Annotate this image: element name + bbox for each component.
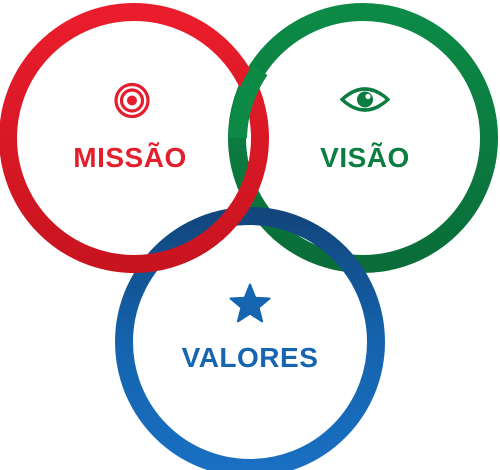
star-icon xyxy=(228,283,272,330)
visao-label: VISÃO xyxy=(320,142,410,173)
missao-ring xyxy=(0,3,269,273)
visao-ring-overlap xyxy=(229,64,268,139)
visao-ring xyxy=(228,3,498,273)
missao-label: MISSÃO xyxy=(73,142,187,173)
valores-ring xyxy=(115,207,385,470)
target-icon xyxy=(114,82,150,124)
valores-label: VALORES xyxy=(181,342,319,373)
eye-icon xyxy=(339,85,391,120)
